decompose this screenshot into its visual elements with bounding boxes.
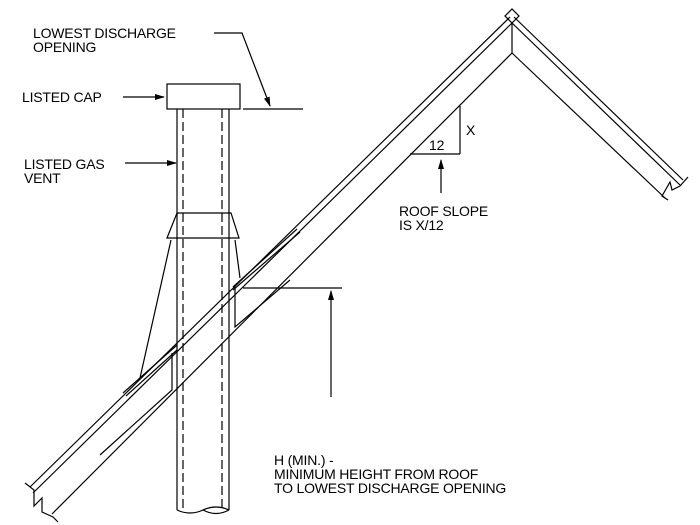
listed-gas-vent-line1: LISTED GAS	[24, 156, 105, 172]
lowest-discharge-label: LOWEST DISCHARGE OPENING	[33, 26, 176, 54]
height-min-line1: H (MIN.) -	[274, 452, 334, 468]
slope-triangle	[410, 106, 461, 155]
height-min-line3: TO LOWEST DISCHARGE OPENING	[274, 480, 507, 496]
listed-gas-vent-line2: VENT	[24, 170, 61, 186]
roof-slope-line2: IS X/12	[399, 217, 444, 233]
listed-cap-label: LISTED CAP	[22, 89, 102, 105]
roof-slope-line1: ROOF SLOPE	[399, 203, 489, 219]
lowest-discharge-leader	[214, 32, 271, 107]
roof-flashing	[99, 228, 301, 456]
storm-collar	[166, 212, 240, 239]
gas-vent-pipe	[176, 109, 230, 515]
lowest-discharge-line1: LOWEST DISCHARGE	[33, 25, 176, 41]
roof-right-slope	[511, 16, 689, 201]
roof-ridge	[504, 8, 520, 53]
height-min-line2: MINIMUM HEIGHT FROM ROOF	[274, 466, 479, 482]
slope-run-label: 12	[429, 137, 445, 153]
listed-cap	[166, 83, 241, 110]
lowest-discharge-line2: OPENING	[33, 39, 97, 55]
roof-left-slope	[24, 16, 513, 523]
slope-rise-label: X	[466, 122, 476, 138]
listed-gas-vent-label: LISTED GAS VENT	[24, 156, 105, 186]
roof-slope-label: ROOF SLOPE IS X/12	[399, 204, 488, 232]
height-min-label: H (MIN.) - MINIMUM HEIGHT FROM ROOF TO L…	[274, 453, 506, 495]
